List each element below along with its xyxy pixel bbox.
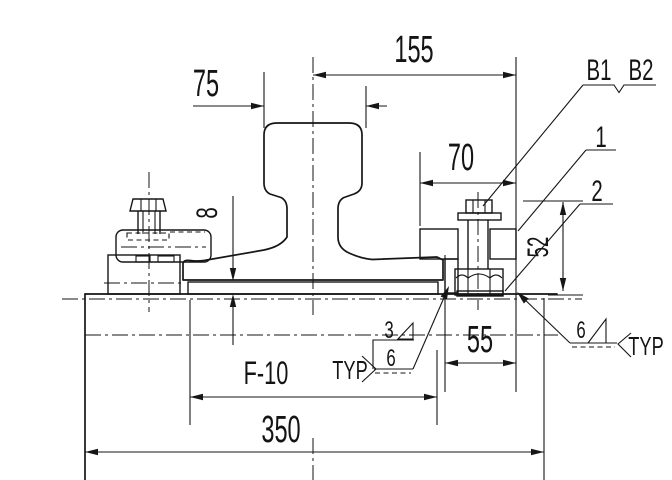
fillet-weld-triangle-right: [586, 317, 607, 344]
weld-right-size: 6: [576, 317, 585, 344]
label-1: 1: [595, 121, 606, 154]
label-b1: B1: [587, 54, 612, 87]
left-bolt-washer: [126, 232, 170, 241]
right-bolt-washer-bottom: [456, 290, 504, 297]
fillet-weld-triangle-left: [396, 321, 414, 340]
weld-symbol-right: 6 TYP: [517, 292, 664, 361]
dim-8-label: 8: [191, 207, 224, 218]
item-label-1: 1: [517, 121, 616, 232]
weld-left-size-top: 3: [384, 317, 393, 344]
weld-right-open-arrow: [617, 332, 632, 358]
left-clamp-base: [107, 254, 181, 295]
left-bolt-nut: [129, 198, 167, 212]
item-label-2: 2: [504, 175, 613, 292]
dimension-8: 8: [191, 196, 237, 345]
right-clamp-wedge: [444, 258, 459, 294]
dimension-f10: F-10: [189, 300, 438, 425]
dimension-75: 75: [193, 61, 387, 128]
view-labels-b1-b2: B1 B2: [482, 54, 656, 207]
leader-1: [517, 149, 587, 232]
weld-symbol-left: TYP 3 6: [332, 286, 449, 385]
dimension-350: 350: [85, 407, 544, 456]
leader-b1b2: [482, 84, 584, 207]
dim-f10-label: F-10: [244, 355, 289, 391]
dimension-55: 55: [444, 255, 516, 392]
leader-2: [504, 203, 581, 292]
dim-350-label: 350: [261, 407, 300, 450]
label-2: 2: [591, 175, 602, 208]
dim-155-label: 155: [394, 27, 433, 70]
right-bolt-head: [465, 199, 493, 214]
dimension-155: 155: [313, 27, 517, 392]
weld-right-typ-label: TYP: [628, 332, 663, 361]
right-clamp-plate-right: [489, 228, 517, 260]
weld-left-typ-label: TYP: [332, 356, 367, 385]
dimension-70: 70: [419, 135, 516, 226]
dim-70-label: 70: [448, 135, 474, 178]
right-clamp-plate-left: [419, 228, 459, 260]
left-clamp-assembly: [104, 172, 212, 312]
right-clamp-assembly: [419, 192, 517, 310]
label-b2: B2: [629, 54, 654, 87]
dim-75-label: 75: [193, 61, 219, 104]
dim-55-label: 55: [467, 317, 493, 360]
left-clamp-plate: [115, 229, 212, 263]
right-bolt-nut: [454, 268, 504, 296]
right-bolt-washer-top: [457, 212, 502, 221]
weld-left-size-bottom: 6: [386, 345, 395, 372]
dim-52-label: 52: [522, 237, 556, 258]
